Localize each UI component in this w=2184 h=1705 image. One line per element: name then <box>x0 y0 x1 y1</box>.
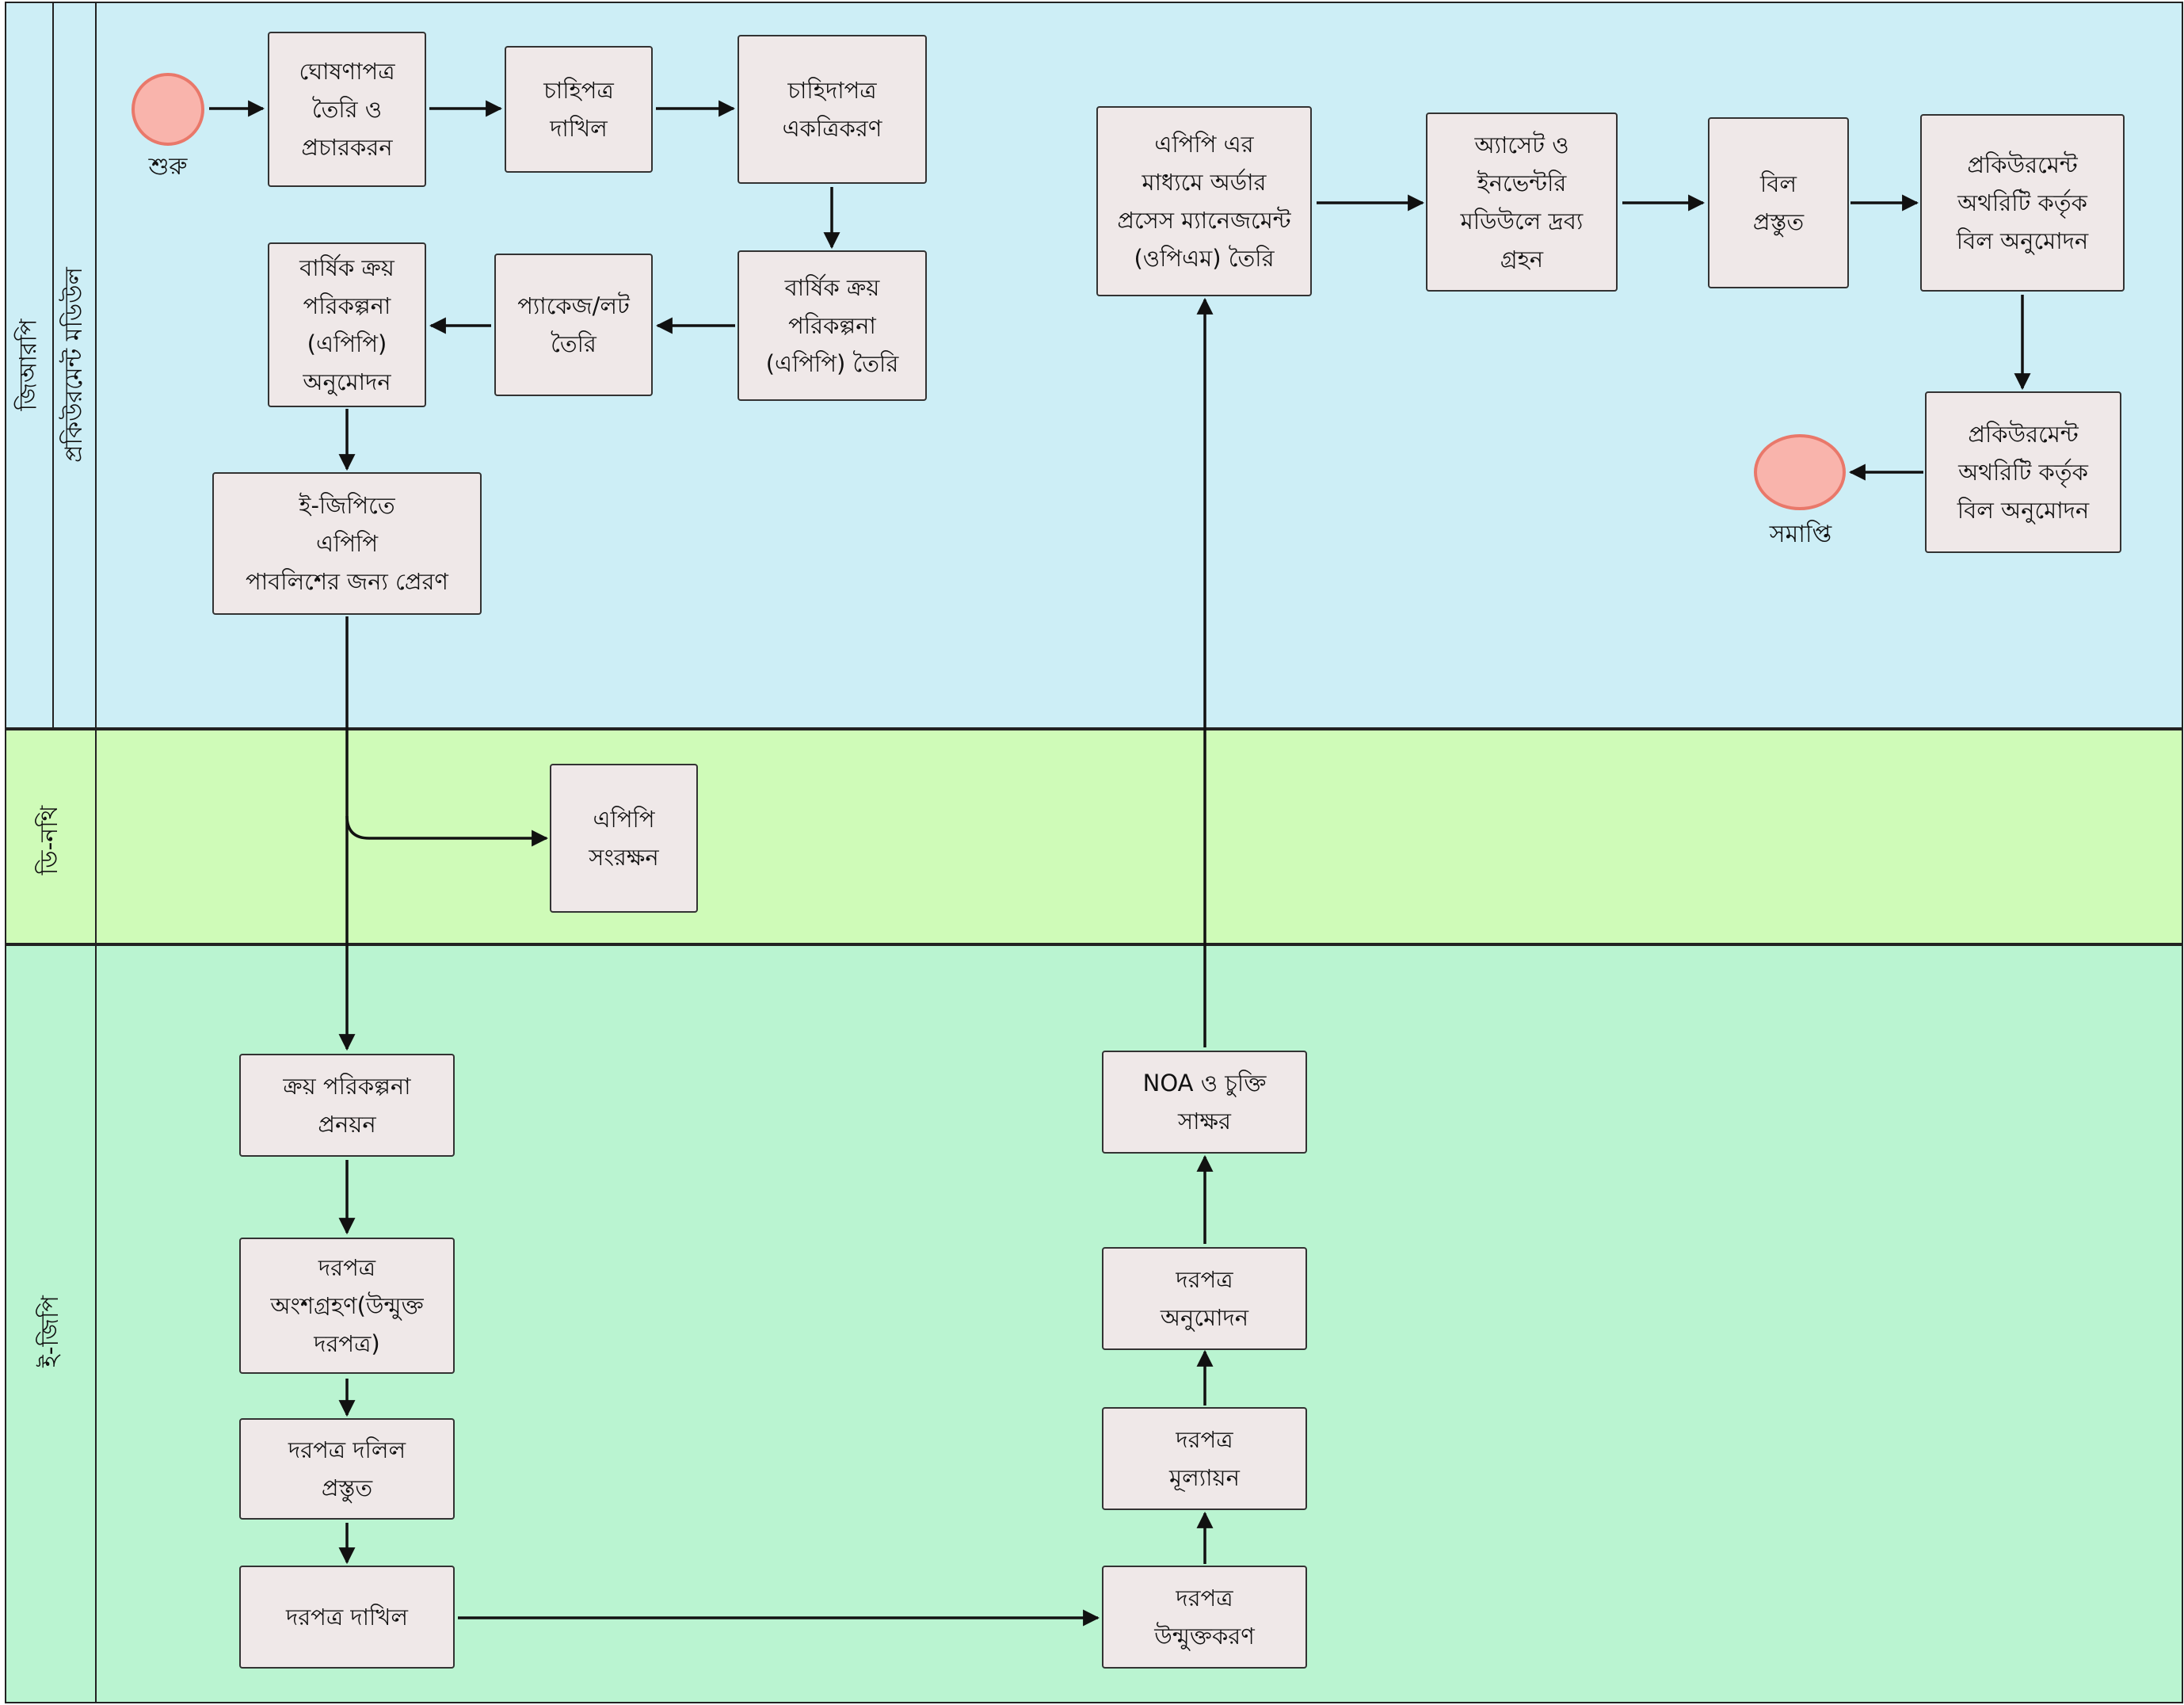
end-event <box>1754 434 1846 510</box>
task-package-create: প্যাকেজ/লট তৈরি <box>494 254 653 396</box>
task-egp-send: ই-জিপিতে এপিপি পাবলিশের জন্য প্রেরণ <box>212 472 482 615</box>
task-plan-prepare: ক্রয় পরিকল্পনা প্রনয়ন <box>239 1054 455 1157</box>
task-requisition-submit: চাহিপত্র দাখিল <box>505 46 653 173</box>
start-label: শুরু <box>148 153 188 181</box>
task-tender-participate: দরপত্র অংশগ্রহণ(উন্মুক্ত দরপত্র) <box>239 1238 455 1374</box>
task-tender-doc: দরপত্র দলিল প্রস্তুত <box>239 1418 455 1520</box>
end-label: সমাপ্তি <box>1769 521 1832 548</box>
pool-header-divider <box>52 2 54 729</box>
dnothi-lane <box>5 729 2183 944</box>
arrow-send-to-preserve <box>345 815 549 847</box>
task-tender-approve: দরপত্র অনুমোদন <box>1102 1247 1307 1350</box>
task-opm-create: এপিপি এর মাধ্যমে অর্ডার প্রসেস ম্যানেজমে… <box>1096 106 1312 296</box>
start-event <box>131 73 204 146</box>
task-bill-approve-2: প্রকিউরমেন্ট অথরিটি কর্তৃক বিল অনুমোদন <box>1925 391 2121 553</box>
task-app-create: বার্ষিক ক্রয় পরিকল্পনা (এপিপি) তৈরি <box>738 250 927 401</box>
task-bill-approve-1: প্রকিউরমেন্ট অথরিটি কর্তৃক বিল অনুমোদন <box>1920 114 2125 292</box>
task-requisition-consolidate: চাহিদাপত্র একত্রিকরণ <box>738 35 927 184</box>
task-app-preserve: এপিপি সংরক্ষন <box>550 764 698 913</box>
task-tender-evaluate: দরপত্র মূল্যায়ন <box>1102 1407 1307 1510</box>
task-bill-prepare: বিল প্রস্তুত <box>1708 117 1849 288</box>
task-noa-sign: NOA ও চুক্তি সাক্ষর <box>1102 1051 1307 1154</box>
task-asset-receive: অ্যাসেট ও ইনভেন্টরি মডিউলে দ্রব্য গ্রহন <box>1426 113 1618 292</box>
task-tender-open: দরপত্র উন্মুক্তকরণ <box>1102 1566 1307 1669</box>
lane-header-divider <box>95 2 97 1703</box>
task-announce: ঘোষণাপত্র তৈরি ও প্রচারকরন <box>268 32 426 187</box>
task-tender-submit: দরপত্র দাখিল <box>239 1566 455 1669</box>
task-app-approve: বার্ষিক ক্রয় পরিকল্পনা (এপিপি) অনুমোদন <box>268 242 426 407</box>
